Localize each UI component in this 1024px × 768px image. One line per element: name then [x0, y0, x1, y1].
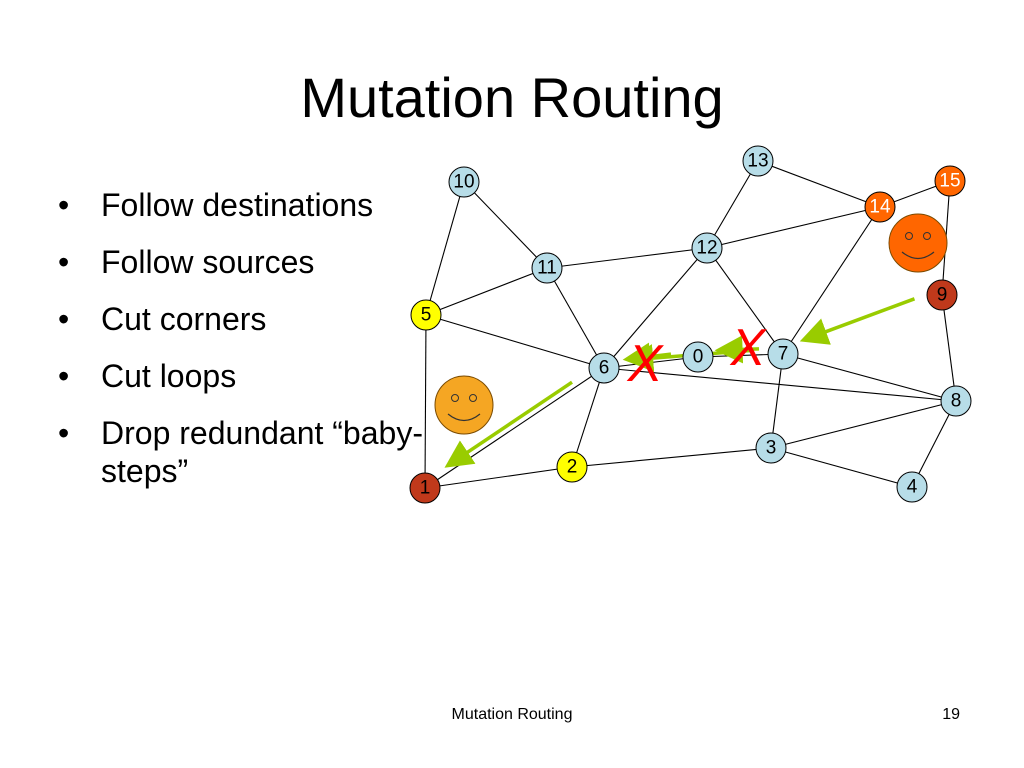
- arrows-layer: [444, 297, 916, 468]
- node-13: 13: [742, 145, 774, 177]
- node-label: 8: [951, 391, 962, 412]
- bullet-marker: •: [58, 244, 70, 280]
- node-4: 4: [896, 471, 928, 503]
- edge-9-8: [941, 294, 957, 402]
- node-1: 1: [409, 472, 441, 504]
- edge-2-1: [424, 466, 573, 489]
- bullet-marker: •: [58, 187, 70, 223]
- edge-11-12: [546, 247, 708, 269]
- route-arrow-6-1: [444, 380, 573, 468]
- node-9: 9: [926, 279, 958, 311]
- node-7: 7: [767, 338, 799, 370]
- edge-6-8: [603, 367, 957, 402]
- node-label: 5: [421, 305, 432, 326]
- smiley-layer: [434, 213, 948, 435]
- page-number: 19: [942, 706, 960, 723]
- cross-mark: X: [730, 319, 768, 377]
- bullet-marker: •: [58, 415, 70, 451]
- bullet-text: Follow sources: [101, 244, 315, 280]
- bullet-item: • Drop redundant “baby-steps”: [58, 414, 441, 490]
- node-10: 10: [448, 166, 480, 198]
- edge-7-3: [770, 353, 784, 449]
- edge-3-2: [571, 447, 772, 468]
- node-label: 10: [453, 172, 474, 193]
- bullet-text: Cut loops: [101, 358, 237, 394]
- edge-7-8: [782, 353, 957, 402]
- bullet-marker: •: [58, 301, 70, 337]
- node-label: 2: [567, 457, 578, 478]
- edge-13-14: [757, 160, 881, 208]
- bullet-item: • Cut loops: [58, 357, 441, 395]
- bullet-marker: •: [58, 358, 70, 394]
- bullet-list: • Follow destinations • Follow sources • Cu…: [58, 186, 441, 509]
- bullet-text: Drop redundant “baby-steps”: [101, 415, 423, 489]
- node-8: 8: [940, 385, 972, 417]
- bullet-text: Cut corners: [101, 301, 267, 337]
- edge-12-13: [706, 160, 759, 249]
- node-label: 0: [693, 347, 704, 368]
- edge-8-4: [911, 400, 957, 488]
- route-arrow-7-0: [714, 335, 760, 364]
- edge-3-8: [770, 400, 957, 449]
- cross-mark: X: [627, 335, 665, 393]
- slide-title: Mutation Routing: [300, 66, 724, 129]
- node-label: 11: [537, 258, 557, 279]
- node-6: 6: [588, 352, 620, 384]
- edge-12-7: [706, 247, 784, 355]
- node-label: 9: [937, 285, 948, 306]
- edge-5-1: [424, 314, 427, 489]
- node-11: 11: [531, 252, 563, 284]
- edge-12-14: [706, 206, 881, 249]
- edge-10-5: [425, 181, 465, 316]
- footer-text: Mutation Routing: [451, 706, 573, 723]
- smiley-face-icon: [888, 213, 948, 273]
- node-label: 7: [778, 344, 789, 365]
- node-label: 13: [747, 151, 768, 172]
- bullet-text: Follow destinations: [101, 187, 374, 223]
- bullet-item: • Cut corners: [58, 300, 441, 338]
- edge-6-2: [571, 367, 605, 468]
- route-arrow-0-6: [622, 342, 672, 371]
- node-5: 5: [410, 299, 442, 331]
- edges-layer: [424, 160, 957, 489]
- route-arrow-9-7: [799, 297, 916, 345]
- edge-6-1: [424, 367, 605, 489]
- node-label: 15: [939, 171, 960, 192]
- node-label: 4: [907, 477, 918, 498]
- node-label: 12: [696, 238, 717, 259]
- node-label: 3: [766, 438, 777, 459]
- edge-11-6: [546, 267, 605, 369]
- edge-14-7: [782, 206, 881, 355]
- node-label: 6: [599, 358, 610, 379]
- bullet-item: • Follow destinations: [58, 186, 441, 224]
- node-3: 3: [755, 432, 787, 464]
- edge-5-6: [425, 314, 605, 369]
- node-2: 2: [556, 451, 588, 483]
- edge-12-6: [603, 247, 708, 369]
- edge-3-4: [770, 447, 913, 488]
- node-12: 12: [691, 232, 723, 264]
- node-14: 14: [864, 191, 896, 223]
- node-0: 0: [682, 341, 714, 373]
- edge-11-5: [425, 267, 548, 316]
- node-label: 1: [420, 478, 431, 499]
- node-15: 15: [934, 165, 966, 197]
- bullet-item: • Follow sources: [58, 243, 441, 281]
- node-label: 14: [869, 197, 891, 218]
- smiley-face-icon: [434, 375, 494, 435]
- edge-10-11: [463, 181, 548, 269]
